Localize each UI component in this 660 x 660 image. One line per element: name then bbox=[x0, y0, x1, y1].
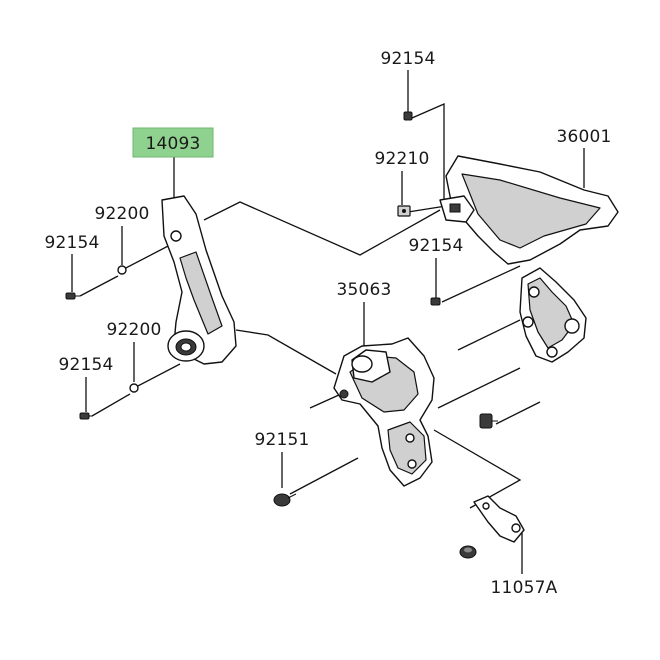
part-bracket-plate[interactable] bbox=[519, 267, 587, 363]
leader-washer-bottom bbox=[133, 363, 181, 389]
part-35063-assembly[interactable] bbox=[333, 337, 435, 487]
part-36001-cover[interactable] bbox=[439, 155, 619, 265]
label-35063[interactable]: 35063 bbox=[336, 280, 391, 300]
label-92200-bottom[interactable]: 92200 bbox=[106, 320, 161, 340]
label-92151[interactable]: 92151 bbox=[254, 430, 309, 450]
leader-side-bolt bbox=[495, 401, 541, 425]
leader-nut bbox=[407, 205, 447, 213]
leader-bracket-to-cover bbox=[203, 201, 441, 256]
label-92154-mid[interactable]: 92154 bbox=[408, 236, 463, 256]
bolt-92151[interactable] bbox=[273, 493, 297, 507]
label-14093[interactable]: 14093 bbox=[145, 134, 200, 154]
leader-bracket-to-35063 bbox=[235, 329, 337, 375]
leader-assembly-to-11057A bbox=[433, 429, 522, 509]
bolt-92154-top[interactable] bbox=[403, 111, 413, 121]
leader-plate-upper bbox=[457, 319, 521, 351]
bolt-92154-mid[interactable] bbox=[430, 297, 441, 306]
label-92200-top[interactable]: 92200 bbox=[94, 204, 149, 224]
leader-bolt-left-top bbox=[79, 275, 119, 297]
part-14093-bracket[interactable] bbox=[161, 195, 237, 365]
part-labels: 14093 92200 92154 92200 92154 92154 9221… bbox=[44, 49, 611, 598]
leader-plate-lower bbox=[437, 367, 521, 409]
bolt-side[interactable] bbox=[479, 413, 498, 429]
leader-bolt-92151 bbox=[289, 457, 359, 495]
label-92154-top[interactable]: 92154 bbox=[380, 49, 435, 69]
label-92154-left-top[interactable]: 92154 bbox=[44, 233, 99, 253]
label-92154-left-bottom[interactable]: 92154 bbox=[58, 355, 113, 375]
label-36001[interactable]: 36001 bbox=[556, 127, 611, 147]
highlight-14093 bbox=[132, 127, 214, 158]
label-92210[interactable]: 92210 bbox=[374, 149, 429, 169]
washer-92200-bottom[interactable] bbox=[129, 383, 139, 393]
nut-92210[interactable] bbox=[397, 205, 411, 217]
bolt-92154-left-top[interactable] bbox=[65, 292, 80, 300]
bolt-92154-left-bottom[interactable] bbox=[79, 412, 93, 420]
leader-bolt-mid bbox=[441, 265, 521, 303]
label-11057A[interactable]: 11057A bbox=[491, 578, 558, 598]
leader-bolt-left-bottom bbox=[91, 393, 131, 417]
washer-92200-top[interactable] bbox=[117, 265, 127, 275]
leader-washer-top bbox=[121, 243, 173, 271]
part-11057A-bracket[interactable] bbox=[459, 495, 525, 559]
